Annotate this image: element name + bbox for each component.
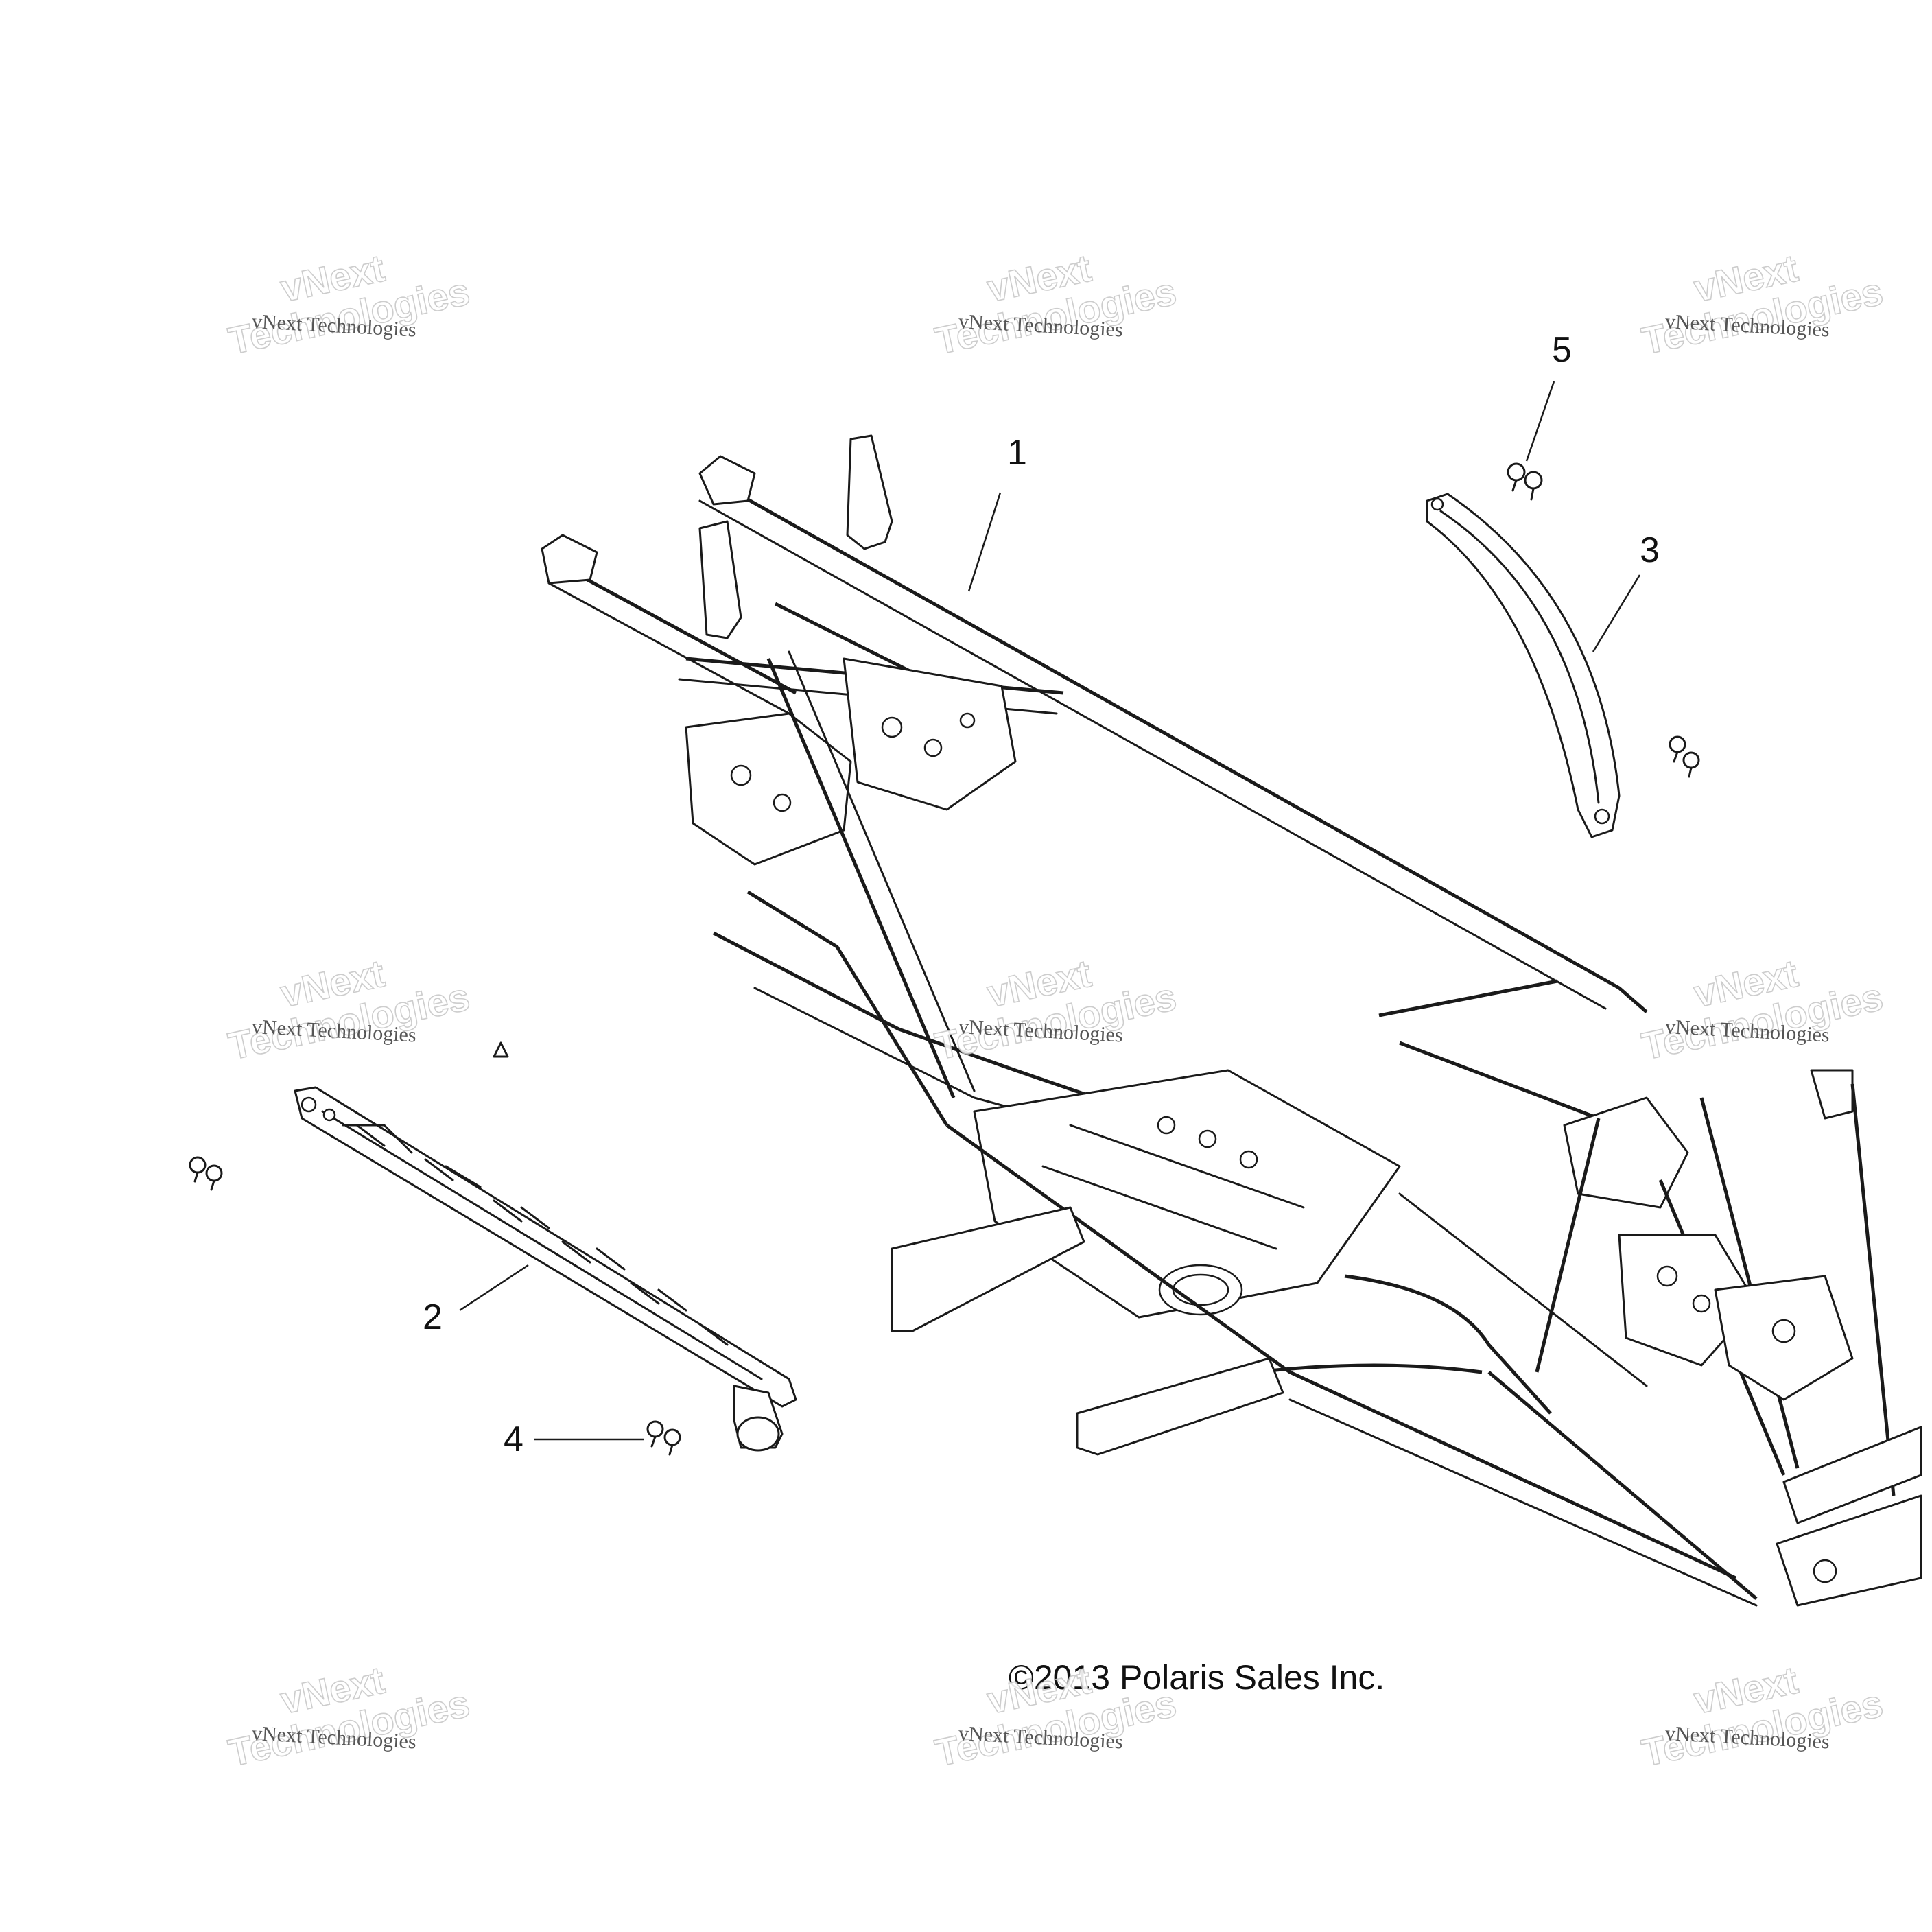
leader-line-2 <box>459 1264 529 1312</box>
copyright-text: ©2013 Polaris Sales Inc. <box>1009 1658 1385 1697</box>
bolts-part-5-right <box>1669 735 1700 778</box>
side-rail-part-2 <box>294 1041 797 1452</box>
bolts-part-5-top <box>1507 462 1543 501</box>
bolts-part-4-bottom <box>646 1420 681 1456</box>
callout-4: 4 <box>504 1419 523 1459</box>
callout-2: 2 <box>423 1297 443 1337</box>
leader-line-3 <box>1592 574 1641 652</box>
leader-line-1 <box>967 492 1002 592</box>
main-frame-part-1 <box>541 434 1922 1607</box>
brace-part-3 <box>1426 493 1621 838</box>
callout-3: 3 <box>1640 530 1660 570</box>
callout-1: 1 <box>1007 433 1027 473</box>
bolts-part-4-left <box>189 1156 223 1191</box>
callout-5: 5 <box>1552 330 1572 370</box>
leader-line-5 <box>1525 381 1555 462</box>
